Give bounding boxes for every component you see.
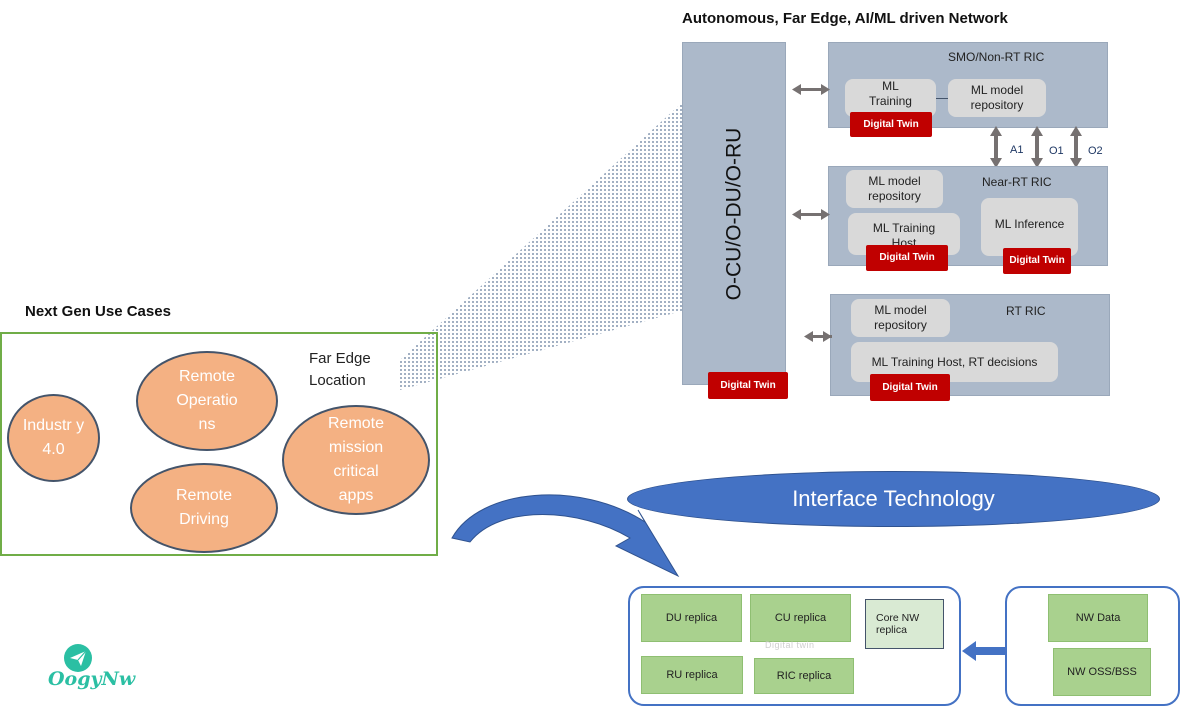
digital-twin-badge-smo: Digital Twin	[850, 112, 932, 137]
rt-ml-training-host-label: ML Training Host, RT decisions	[871, 354, 1038, 369]
digital-twin-badge-ocu: Digital Twin	[708, 372, 788, 399]
far-edge-location-label: Far Edge Location	[309, 350, 371, 389]
ric-replica-label: RIC replica	[776, 670, 832, 682]
ocu-odu-oru-label: O-CU/O-DU/O-RU	[722, 127, 745, 300]
horizontal-link-arrows	[792, 84, 832, 342]
du-replica-box: DU replica	[641, 594, 742, 642]
near-rt-ml-inference: ML Inference	[981, 198, 1078, 256]
industry-label: Industr y 4.0	[22, 417, 85, 458]
nw-data-label: NW Data	[1075, 612, 1121, 624]
interface-a1-label: A1	[1010, 144, 1024, 156]
interface-technology-label: Interface Technology	[792, 486, 995, 511]
interface-arrows	[990, 126, 1082, 168]
faint-digital-twin-text: Digital twin	[765, 640, 815, 650]
rt-ml-training-host: ML Training Host, RT decisions	[851, 342, 1058, 382]
near-rt-ml-model-repository-label: ML model repository	[868, 174, 921, 203]
smo-ml-model-repository-label: ML model repository	[970, 83, 1024, 112]
digital-twin-badge-near-rt-inference: Digital Twin	[1003, 248, 1071, 274]
du-replica-label: DU replica	[665, 612, 718, 624]
core-nw-replica-box: Core NW replica	[865, 599, 944, 649]
remote-driving-label: Remote Driving	[175, 487, 233, 528]
nw-group	[1005, 586, 1180, 706]
projection-cone	[400, 100, 685, 390]
nw-oss-bss-label: NW OSS/BSS	[1067, 666, 1137, 678]
digital-twin-badge-rt: Digital Twin	[870, 374, 950, 401]
nw-oss-bss-box: NW OSS/BSS	[1053, 648, 1151, 696]
oval-remote-driving: Remote Driving	[130, 463, 278, 553]
remote-operations-label: Remote Operatio ns	[176, 368, 238, 433]
near-rt-ml-inference-label: ML Inference	[994, 216, 1065, 231]
interface-o2-label: O2	[1088, 145, 1103, 157]
nw-data-box: NW Data	[1048, 594, 1148, 642]
smo-ml-model-repository: ML model repository	[948, 79, 1046, 117]
rt-label: RT RIC	[1006, 304, 1046, 318]
oval-remote-mission-critical: Remote mission critical apps	[282, 405, 430, 515]
use-cases-box	[0, 332, 438, 556]
smo-ml-training-label: ML Training	[869, 79, 912, 108]
remote-mission-label: Remote mission critical apps	[327, 415, 385, 504]
smo-label: SMO/Non-RT RIC	[948, 50, 1045, 64]
use-cases-title: Next Gen Use Cases	[25, 303, 171, 320]
digital-twin-badge-near-rt-training: Digital Twin	[866, 245, 948, 271]
oval-industry-4-0: Industr y 4.0	[7, 394, 100, 482]
near-rt-label: Near-RT RIC	[982, 175, 1052, 189]
paper-plane-logo-icon	[64, 644, 92, 672]
smo-ml-training: ML Training	[845, 79, 936, 117]
oval-remote-operations: Remote Operatio ns	[136, 351, 278, 451]
core-nw-replica-label: Core NW replica	[876, 612, 920, 636]
rt-ml-model-repository: ML model repository	[851, 299, 950, 337]
interface-technology-ellipse: Interface Technology	[627, 471, 1160, 527]
near-rt-ml-model-repository: ML model repository	[846, 170, 943, 208]
ocu-odu-oru-panel	[682, 42, 786, 385]
ru-replica-label: RU replica	[666, 669, 718, 681]
network-title: Autonomous, Far Edge, AI/ML driven Netwo…	[682, 10, 1008, 27]
cu-replica-box: CU replica	[750, 594, 851, 642]
cu-replica-label: CU replica	[774, 612, 827, 624]
left-arrow-icon	[962, 641, 1006, 661]
interface-o1-label: O1	[1049, 145, 1064, 157]
replica-group	[628, 586, 961, 706]
rt-ml-model-repository-label: ML model repository	[874, 303, 927, 332]
curved-arrow-icon	[451, 494, 680, 578]
ric-replica-box: RIC replica	[754, 658, 854, 694]
logo-wordmark: OogyNw	[48, 668, 136, 690]
ru-replica-box: RU replica	[641, 656, 743, 694]
smo-link-line	[936, 98, 948, 99]
